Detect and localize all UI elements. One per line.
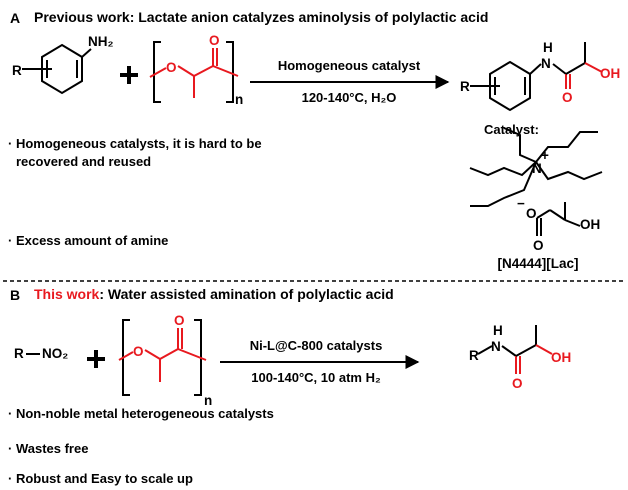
cation-n: N xyxy=(532,161,542,176)
product-a-oh: OH xyxy=(600,66,620,81)
tetrabutylammonium-cation xyxy=(469,127,603,207)
catalyst-label: Catalyst: xyxy=(484,122,539,137)
catalyst-name: [N4444][Lac] xyxy=(497,256,578,271)
bullet-b-1: · Non-noble metal heterogeneous catalyst… xyxy=(8,406,274,421)
plus-sign-a xyxy=(120,66,138,84)
arrow-b-bottom-label: 100-140°C, 10 atm H₂ xyxy=(251,370,381,385)
pla-a-ester-o: O xyxy=(166,60,177,75)
product-a-n: N xyxy=(541,56,551,71)
section-b-letter: B xyxy=(10,287,20,303)
arrow-a-bottom-label: 120-140°C, H₂O xyxy=(302,90,397,105)
product-b-h: H xyxy=(493,323,503,338)
pla-b-ester-o: O xyxy=(133,344,144,359)
section-b-title-rest: : Water assisted amination of polylactic… xyxy=(99,286,393,302)
nitro-r: R xyxy=(14,346,24,361)
product-b-r: R xyxy=(469,348,479,363)
product-a-r-label: R xyxy=(460,79,470,94)
pla-b-carbonyl-o: O xyxy=(174,313,185,328)
pla-repeat-unit-a xyxy=(149,41,239,103)
bullet-a-2: · Excess amount of amine xyxy=(8,233,168,248)
pla-a-repeat-n: n xyxy=(235,92,243,107)
lactate-anion xyxy=(536,202,581,236)
bullet-a-1-line-2: recovered and reused xyxy=(16,154,151,169)
aniline-r-label: R xyxy=(12,63,22,78)
product-b-n: N xyxy=(491,339,501,354)
pla-a-carbonyl-o: O xyxy=(209,33,220,48)
bullet-b-2: · Wastes free xyxy=(8,441,88,456)
aniline-nh2: NH₂ xyxy=(88,34,114,49)
amide-product-b xyxy=(477,325,553,374)
cation-plus: + xyxy=(541,148,549,163)
pla-repeat-unit-b xyxy=(118,319,207,396)
section-b-title: This work: Water assisted amination of p… xyxy=(34,286,394,302)
product-a-h: H xyxy=(543,40,553,55)
product-a-o: O xyxy=(562,90,573,105)
product-b-o: O xyxy=(512,376,523,391)
arrow-b-top-label: Ni-L@C-800 catalysts xyxy=(250,338,383,353)
section-b-title-highlight: This work xyxy=(34,286,100,302)
anion-minus: − xyxy=(517,196,525,211)
aniline-structure xyxy=(22,43,92,95)
anion-o-carbonyl: O xyxy=(533,238,544,253)
anion-o-minus: O xyxy=(526,206,537,221)
bullet-b-3: · Robust and Easy to scale up xyxy=(8,471,193,486)
pla-b-repeat-n: n xyxy=(204,393,212,408)
amide-product-a xyxy=(470,42,603,112)
anion-oh: OH xyxy=(580,217,600,232)
nitro-group: NO₂ xyxy=(42,346,68,361)
product-b-oh: OH xyxy=(551,350,571,365)
arrow-a-top-label: Homogeneous catalyst xyxy=(278,58,421,73)
section-a-letter: A xyxy=(10,10,20,26)
bullet-a-1-line-1: · Homogeneous catalysts, it is hard to b… xyxy=(8,136,262,151)
section-a-title: Previous work: Lactate anion catalyzes a… xyxy=(34,9,488,25)
plus-sign-b xyxy=(87,350,105,368)
